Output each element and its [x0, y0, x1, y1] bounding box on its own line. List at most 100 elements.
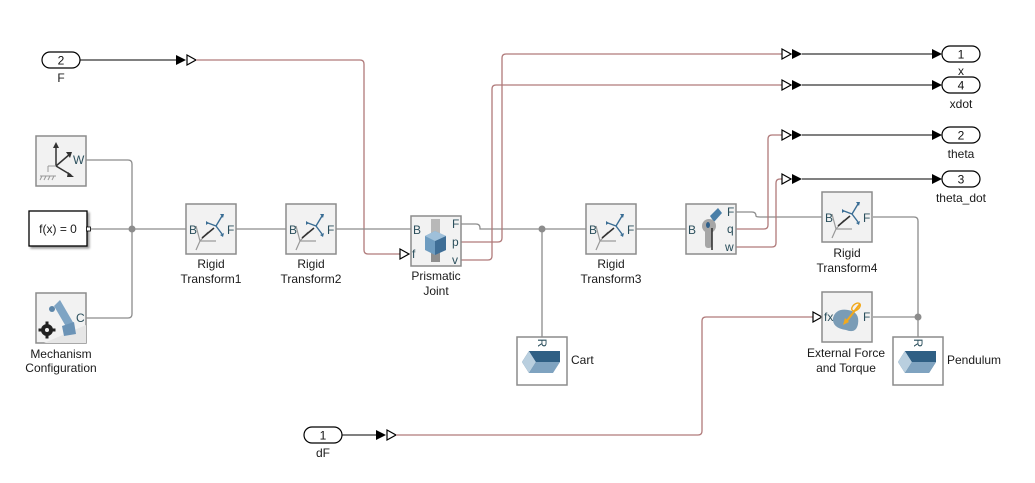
solver-port [86, 226, 91, 232]
port-label-w: W [73, 153, 85, 167]
port-label-v: v [452, 253, 458, 267]
brick-solid-icon [898, 351, 936, 373]
port-label-F: F [727, 205, 734, 219]
rigid-transform1-block[interactable]: B F Rigid Transform1 [181, 203, 242, 286]
rigid-transform-icon [831, 202, 860, 239]
outport-xdot[interactable]: 4 xdot [941, 76, 981, 111]
inport-f[interactable]: 2 F [41, 51, 81, 85]
port-label-p: p [452, 235, 459, 249]
outport-label: theta_dot [936, 191, 987, 205]
inport-number: 2 [58, 54, 65, 68]
world-frame-block[interactable]: W [35, 135, 87, 187]
port-label-b: B [589, 223, 597, 237]
port-label-r: R [911, 339, 925, 348]
ps-simulink-converter-theta [781, 128, 942, 142]
revolute-joint-block[interactable]: B F q w [685, 203, 737, 255]
block-label: Rigid [597, 257, 624, 271]
ps-port-fx [812, 310, 824, 324]
port-label-b: B [688, 223, 696, 237]
rigid-transform2-block[interactable]: B F Rigid Transform2 [281, 203, 342, 286]
ps-line-q[interactable] [736, 134, 782, 230]
solver-text: f(x) = 0 [39, 222, 77, 236]
inport-label: F [57, 71, 64, 85]
mechanism-configuration-block[interactable]: C Mechanism Configuration [25, 292, 97, 375]
junction-dot [914, 313, 922, 321]
outport-x[interactable]: 1 x [941, 45, 981, 78]
ps-line-p[interactable] [461, 53, 782, 243]
inport-number: 1 [320, 429, 327, 443]
rigid-transform-icon [195, 214, 224, 251]
outport-theta[interactable]: 2 theta [941, 126, 981, 161]
ps-simulink-converter-theta-dot [781, 172, 942, 186]
arrow-head [376, 430, 386, 440]
ps-simulink-converter-xdot [781, 78, 942, 92]
port-label-f: F [327, 223, 334, 237]
solver-configuration-block[interactable]: f(x) = 0 [28, 210, 91, 247]
block-label: and Torque [816, 361, 876, 375]
block-label: Transform1 [181, 272, 242, 286]
external-force-icon [832, 302, 861, 332]
outport-number: 4 [958, 79, 965, 93]
block-label: Transform3 [581, 272, 642, 286]
world-frame-icon [39, 142, 74, 181]
block-label: Joint [423, 284, 449, 298]
outport-number: 1 [958, 48, 965, 62]
port-label-f: F [627, 223, 634, 237]
frame-connection-prismatic-out[interactable] [461, 223, 586, 230]
ps-port-f-in [399, 247, 411, 261]
block-label: Mechanism [30, 347, 91, 361]
rigid-transform4-block[interactable]: B F Rigid Transform4 [817, 191, 878, 275]
block-label: Cart [571, 353, 594, 367]
block-label: Rigid [197, 257, 224, 271]
block-label: Transform2 [281, 272, 342, 286]
cart-block[interactable]: R Cart [516, 336, 594, 386]
frame-connection-rt4-out[interactable] [873, 216, 919, 337]
gear-icon [38, 321, 56, 339]
outport-number: 2 [958, 129, 965, 143]
ps-line-df[interactable] [396, 316, 813, 436]
outport-label: xdot [950, 97, 973, 111]
brick-solid-icon [522, 351, 560, 373]
prismatic-joint-block[interactable]: B f F p v Prismatic Joint [410, 215, 462, 298]
ps-line-force[interactable] [196, 59, 400, 255]
frame-connection-world[interactable] [86, 159, 133, 319]
prismatic-joint-icon [425, 219, 446, 262]
block-label: Pendulum [947, 353, 1001, 367]
port-label-q: q [727, 222, 734, 236]
block-label: Configuration [25, 361, 96, 375]
ps-converter-port [186, 53, 198, 67]
block-label: Transform4 [817, 261, 878, 275]
port-label-b: B [189, 223, 197, 237]
external-force-torque-block[interactable]: fx F External Force and Torque [807, 291, 885, 375]
arrow-head [176, 55, 186, 65]
port-label-b: B [825, 211, 833, 225]
inport-label: dF [316, 446, 330, 460]
rigid-transform3-block[interactable]: B F Rigid Transform3 [581, 203, 642, 286]
frame-connection-revolute-out[interactable] [736, 211, 822, 218]
block-label: Rigid [833, 246, 860, 260]
block-label: Rigid [297, 257, 324, 271]
rigid-transform-icon [595, 214, 624, 251]
port-label-f: F [227, 223, 234, 237]
outport-label: x [958, 64, 964, 78]
block-label: Prismatic [411, 269, 460, 283]
port-label-c: C [76, 311, 85, 325]
rigid-transform-icon [295, 214, 324, 251]
port-label-r: R [535, 339, 549, 348]
port-label-fx: fx [824, 310, 833, 324]
block-label: External Force [807, 346, 885, 360]
ps-converter-port [386, 428, 398, 442]
outport-theta-dot[interactable]: 3 theta_dot [936, 170, 987, 205]
port-label-f: F [863, 310, 870, 324]
ps-line-w[interactable] [736, 178, 782, 248]
inport-df[interactable]: 1 dF [303, 426, 343, 460]
outport-number: 3 [958, 173, 965, 187]
port-label-f: F [863, 211, 870, 225]
ps-line-v[interactable] [461, 84, 782, 261]
port-label-b: B [289, 223, 297, 237]
port-label-F: F [452, 217, 459, 231]
pendulum-block[interactable]: R Pendulum [892, 336, 1001, 386]
port-label-b: B [413, 223, 421, 237]
ps-simulink-converter-x [781, 47, 942, 61]
